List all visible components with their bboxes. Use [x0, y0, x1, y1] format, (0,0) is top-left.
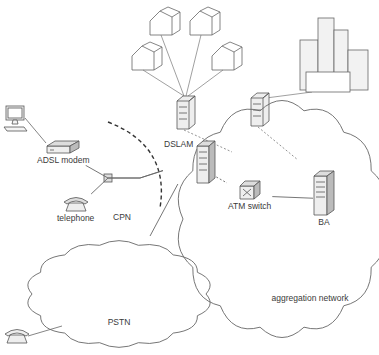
- switch-icon: [243, 189, 251, 196]
- cpn-boundary: [108, 122, 161, 208]
- computer-icon: [12, 120, 18, 124]
- subscriber-line: [161, 35, 184, 96]
- uplink-line: [258, 127, 298, 160]
- building-icon: [300, 18, 368, 92]
- modem-icon: [46, 140, 80, 154]
- subscriber-line: [188, 70, 223, 96]
- cpn-boundary: [108, 122, 161, 208]
- computer-icon: [6, 106, 24, 120]
- building-icon: [348, 50, 368, 90]
- device-node: ADSL modem: [36, 140, 91, 165]
- network-link: [272, 197, 313, 199]
- computer-icon: [4, 127, 27, 131]
- cloud-outline: [178, 101, 379, 338]
- switch-icon: [240, 186, 254, 199]
- region-label: CPN: [112, 213, 132, 222]
- dslam-icon: [177, 93, 269, 129]
- house-icon: [212, 42, 242, 70]
- dslam-icon: [197, 146, 209, 183]
- computer-icon: [8, 108, 22, 118]
- phone-icon: [63, 194, 89, 212]
- device-node: telephone: [56, 194, 95, 223]
- device-label: ADSL modem: [36, 156, 91, 165]
- pstn-line: [28, 326, 62, 336]
- device-node: DSLAM: [163, 140, 216, 184]
- network-link: [216, 177, 227, 183]
- house-icon: [190, 7, 220, 35]
- device-label: BA: [317, 218, 330, 227]
- device-label: ATM switch: [227, 202, 272, 211]
- computer-cable: [25, 118, 46, 143]
- subscriber-line: [143, 35, 312, 98]
- server-icon: [327, 171, 334, 215]
- subscriber-line: [266, 92, 312, 98]
- computer-cable: [25, 118, 46, 143]
- network-link: [150, 184, 178, 236]
- dslam-icon: [196, 140, 216, 184]
- network-link: [86, 165, 163, 178]
- pstn-telephone-icon: [5, 330, 29, 344]
- device-label: telephone: [56, 214, 95, 223]
- network-cloud: aggregation network ATM switchBA: [175, 100, 379, 338]
- switch-icon: [239, 180, 261, 200]
- cloud-outline: [24, 236, 214, 352]
- network-label: aggregation network: [270, 294, 350, 304]
- switch-icon: [254, 181, 260, 199]
- house-icon: [132, 7, 242, 70]
- building-icon: [306, 72, 350, 92]
- server-icon: [313, 170, 335, 216]
- server-icon: [314, 176, 327, 215]
- modem-icon: [47, 146, 70, 153]
- computer-icon: [4, 106, 27, 131]
- device-node: ATM switch: [227, 180, 272, 211]
- pstn-line: [28, 326, 62, 336]
- network-link: [91, 171, 163, 194]
- dslam-icon: [177, 96, 195, 129]
- dslam-icon: [199, 152, 207, 170]
- network-label: PSTN: [94, 318, 144, 328]
- cloud-outline: [28, 241, 210, 348]
- subscriber-line: [186, 35, 201, 96]
- subscriber-line: [143, 70, 184, 96]
- house-icon: [132, 42, 162, 70]
- network-cloud: PSTN: [24, 236, 214, 352]
- modem-icon: [50, 150, 54, 151]
- phone-icon: [64, 198, 88, 205]
- device-node: BA: [313, 170, 335, 227]
- dslam-icon: [209, 141, 215, 183]
- pstn-telephone-icon: [5, 330, 29, 344]
- device-label: DSLAM: [163, 140, 194, 149]
- server-icon: [316, 182, 325, 197]
- house-icon: [150, 7, 180, 35]
- phone-icon: [66, 203, 86, 211]
- modem-icon: [70, 141, 79, 153]
